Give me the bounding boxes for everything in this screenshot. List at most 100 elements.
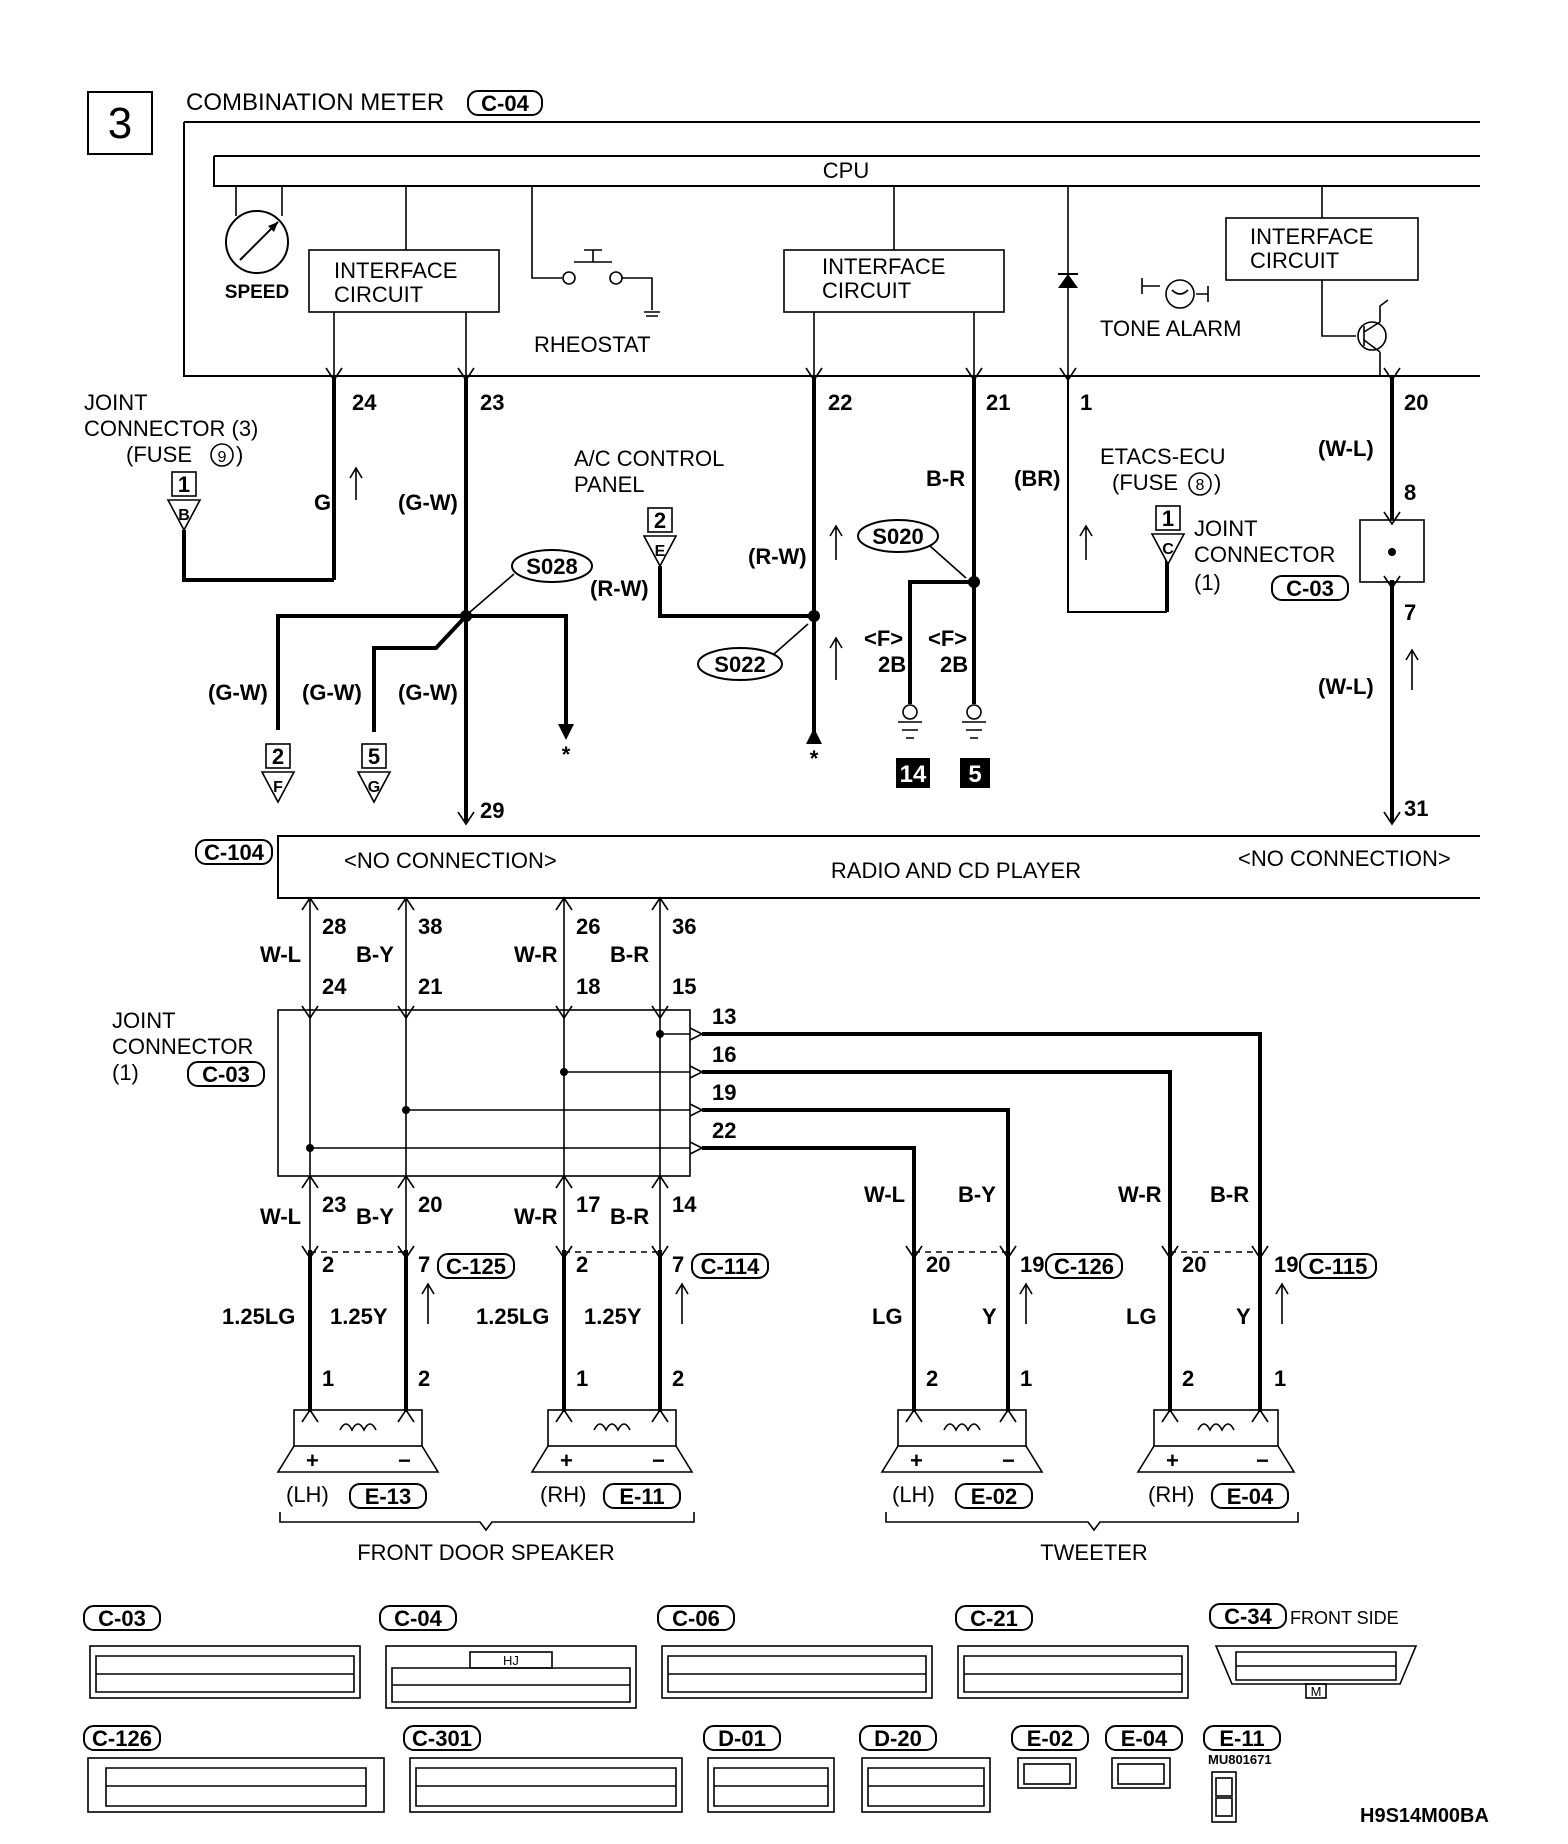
svg-text:(G-W): (G-W)	[302, 680, 362, 705]
svg-text:B-Y: B-Y	[356, 942, 394, 967]
svg-text:2B: 2B	[940, 652, 968, 677]
svg-text:C-03: C-03	[1286, 576, 1334, 601]
svg-text:(G-W): (G-W)	[208, 680, 268, 705]
svg-text:5: 5	[368, 744, 380, 769]
svg-text:*: *	[562, 742, 571, 767]
svg-text:20: 20	[418, 1192, 442, 1217]
svg-text:C: C	[1162, 541, 1174, 558]
transistor-icon	[1357, 321, 1387, 351]
svg-text:(BR): (BR)	[1014, 466, 1060, 491]
svg-text:C-06: C-06	[672, 1606, 720, 1631]
svg-text:M: M	[1311, 1684, 1322, 1699]
svg-text:E-11: E-11	[619, 1484, 664, 1509]
svg-text:(G-W): (G-W)	[398, 490, 458, 515]
svg-text:B-R: B-R	[610, 942, 649, 967]
svg-text:21: 21	[418, 974, 442, 999]
svg-text:C-04: C-04	[394, 1606, 442, 1631]
tweeter-bracket	[885, 1512, 1299, 1532]
svg-text:C-126: C-126	[92, 1726, 152, 1751]
combination-meter-conn: C-04	[481, 91, 529, 116]
tweeter-rh-icon	[1136, 1408, 1296, 1473]
svg-text:22: 22	[712, 1118, 736, 1143]
svg-text:D-01: D-01	[718, 1726, 766, 1751]
svg-text:G: G	[314, 490, 331, 515]
svg-text:*: *	[810, 746, 819, 771]
svg-text:8: 8	[1196, 477, 1205, 494]
svg-text:38: 38	[418, 914, 442, 939]
interface-circuit-1	[308, 249, 500, 313]
svg-text:−: −	[398, 1448, 411, 1473]
svg-text:28: 28	[322, 914, 346, 939]
svg-text:): )	[1214, 470, 1221, 495]
svg-text:(1): (1)	[1194, 570, 1221, 595]
svg-text:LG: LG	[872, 1304, 903, 1329]
svg-text:1: 1	[322, 1366, 334, 1391]
svg-text:24: 24	[322, 974, 347, 999]
svg-text:17: 17	[576, 1192, 600, 1217]
tone-alarm-label: TONE ALARM	[1100, 316, 1241, 341]
svg-text:1.25LG: 1.25LG	[222, 1304, 295, 1329]
svg-text:CONNECTOR: CONNECTOR	[112, 1034, 253, 1059]
svg-text:(LH): (LH)	[892, 1482, 935, 1507]
svg-text:29: 29	[480, 798, 504, 823]
svg-text:E-02: E-02	[971, 1484, 1017, 1509]
svg-text:(FUSE: (FUSE	[126, 442, 192, 467]
svg-text:1: 1	[1162, 506, 1174, 531]
connector-e-icon	[642, 535, 678, 568]
svg-text:(FUSE: (FUSE	[1112, 470, 1178, 495]
svg-text:19: 19	[1274, 1252, 1298, 1277]
svg-text:HJ: HJ	[503, 1653, 519, 1668]
connector-g-icon	[356, 771, 392, 804]
svg-text:+: +	[560, 1448, 573, 1473]
svg-text:): )	[236, 442, 243, 467]
svg-text:+: +	[910, 1448, 923, 1473]
svg-text:21: 21	[986, 390, 1010, 415]
joint-connector-1-box	[1359, 519, 1425, 583]
rheostat-icon	[574, 249, 612, 263]
svg-text:MU801671: MU801671	[1208, 1752, 1272, 1767]
connector-views: C-03 C-04 HJ C-06 C-21 C-34 FRONT SIDE M…	[83, 1603, 1418, 1823]
svg-text:<NO CONNECTION>: <NO CONNECTION>	[344, 848, 557, 873]
svg-text:2: 2	[672, 1366, 684, 1391]
svg-text:E-13: E-13	[365, 1484, 411, 1509]
svg-text:JOINT: JOINT	[84, 390, 148, 415]
tone-alarm-icon	[1165, 279, 1195, 309]
svg-text:W-L: W-L	[260, 942, 301, 967]
svg-text:B-Y: B-Y	[958, 1182, 996, 1207]
connector-b-icon	[166, 499, 202, 532]
speedometer-icon	[225, 210, 289, 274]
svg-text:7: 7	[672, 1252, 684, 1277]
svg-text:(LH): (LH)	[286, 1482, 329, 1507]
fuse-8-icon	[1188, 472, 1212, 496]
svg-text:7: 7	[1404, 600, 1416, 625]
svg-text:C-125: C-125	[446, 1254, 506, 1279]
svg-text:1.25LG: 1.25LG	[476, 1304, 549, 1329]
svg-text:Y: Y	[1236, 1304, 1251, 1329]
svg-text:INTERFACE: INTERFACE	[334, 258, 457, 283]
svg-text:1.25Y: 1.25Y	[584, 1304, 642, 1329]
svg-text:20: 20	[1182, 1252, 1206, 1277]
svg-text:INTERFACE: INTERFACE	[1250, 224, 1373, 249]
svg-text:23: 23	[322, 1192, 346, 1217]
svg-text:E-04: E-04	[1227, 1484, 1274, 1509]
svg-text:CIRCUIT: CIRCUIT	[822, 278, 911, 303]
rheostat-label: RHEOSTAT	[534, 332, 651, 357]
drawing-code: H9S14M00BA	[1360, 1805, 1489, 1827]
svg-text:36: 36	[672, 914, 696, 939]
speaker-rh-icon	[530, 1408, 694, 1473]
svg-text:1: 1	[576, 1366, 588, 1391]
svg-text:JOINT: JOINT	[1194, 516, 1258, 541]
svg-text:20: 20	[926, 1252, 950, 1277]
connector-c-icon	[1150, 533, 1186, 566]
svg-text:(R-W): (R-W)	[748, 544, 807, 569]
svg-text:F: F	[273, 779, 283, 796]
svg-text:LG: LG	[1126, 1304, 1157, 1329]
fuse-9-icon	[210, 443, 234, 467]
svg-text:FRONT SIDE: FRONT SIDE	[1290, 1608, 1399, 1628]
svg-text:8: 8	[1404, 480, 1416, 505]
svg-text:14: 14	[672, 1192, 697, 1217]
svg-text:2: 2	[1182, 1366, 1194, 1391]
speaker-lh-icon	[276, 1408, 440, 1473]
svg-text:24: 24	[352, 390, 377, 415]
